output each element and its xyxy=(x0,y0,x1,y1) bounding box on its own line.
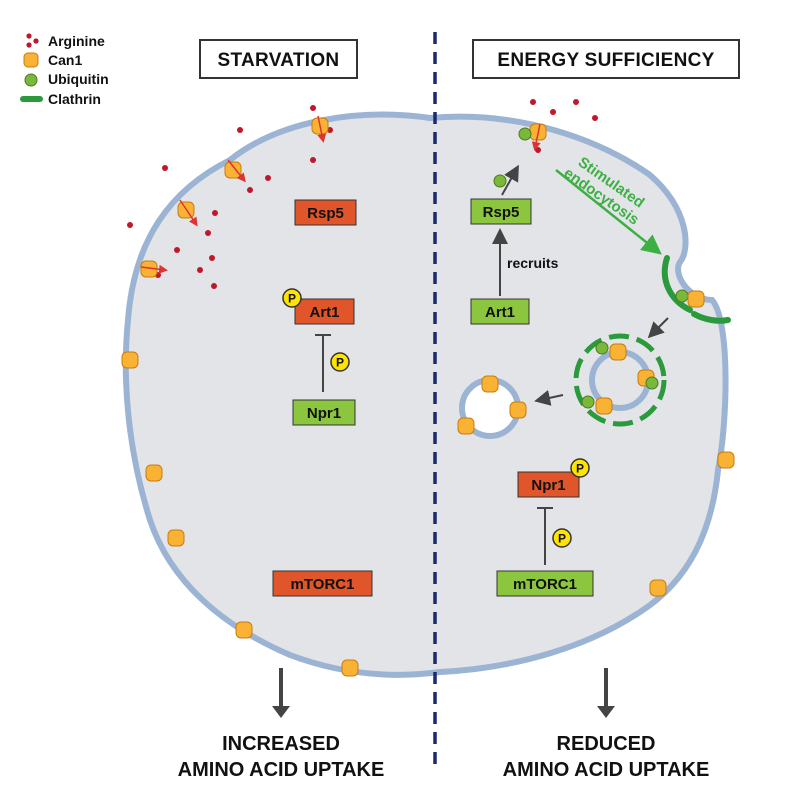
left-art1-phospho-icon xyxy=(282,288,302,308)
ubiquitin-free-icon xyxy=(493,174,507,188)
arginine-icon xyxy=(26,33,32,39)
right-art1-label: Art1 xyxy=(485,304,515,321)
left-arginine-dots xyxy=(127,105,333,289)
can1-icon xyxy=(23,52,39,68)
left-rsp5-label: Rsp5 xyxy=(307,205,344,222)
uncoated-vesicle xyxy=(457,375,527,439)
left-mtorc1-box xyxy=(272,570,373,597)
left-inhibit-phospho: P xyxy=(336,356,344,370)
right-title: ENERGY SUFFICIENCY xyxy=(497,50,714,71)
left-mtorc1-label: mTORC1 xyxy=(291,576,355,593)
left-title-box xyxy=(199,39,358,79)
left-npr1-label: Npr1 xyxy=(307,405,341,422)
right-npr1-phospho-icon xyxy=(570,458,590,478)
right-rsp5-box xyxy=(470,198,532,225)
right-npr1-label: Npr1 xyxy=(531,477,565,494)
legend-can1: Can1 xyxy=(48,52,82,68)
right-npr1-box xyxy=(517,471,580,498)
coated-vesicle xyxy=(573,333,667,427)
left-can1-transporters xyxy=(121,115,359,677)
legend-arginine: Arginine xyxy=(48,33,105,49)
right-inhibit-phospho: P xyxy=(558,532,566,546)
right-npr1-phospho: P xyxy=(576,462,584,476)
recruits-label: recruits xyxy=(507,255,559,271)
left-npr1-phospho-icon xyxy=(330,352,350,372)
right-art1-box xyxy=(470,298,530,325)
legend-ubiquitin: Ubiquitin xyxy=(48,71,109,87)
left-art1-box xyxy=(294,298,355,325)
cell-membrane xyxy=(122,111,729,678)
left-outcome-line2: AMINO ACID UPTAKE xyxy=(178,759,385,781)
right-title-box xyxy=(472,39,740,79)
right-mtorc1-box xyxy=(496,570,594,597)
right-rsp5-label: Rsp5 xyxy=(483,204,520,221)
legend: Arginine Can1 Ubiquitin Clathrin xyxy=(20,33,109,107)
left-art1-phospho: P xyxy=(288,292,296,306)
right-outcome-line1: REDUCED xyxy=(557,733,656,755)
left-outcome-line1: INCREASED xyxy=(222,733,340,755)
left-rsp5-box xyxy=(294,199,357,226)
endocytosis-arrow xyxy=(555,169,662,255)
right-mtorc1-phospho-icon xyxy=(552,528,572,548)
right-outcome-line2: AMINO ACID UPTAKE xyxy=(503,759,710,781)
left-art1-label: Art1 xyxy=(309,304,339,321)
ubiquitin-icon xyxy=(24,73,38,87)
clathrin-pit xyxy=(661,255,731,324)
right-arginine-dots xyxy=(530,99,598,153)
left-npr1-box xyxy=(292,399,356,426)
right-mtorc1-label: mTORC1 xyxy=(513,576,577,593)
left-title: STARVATION xyxy=(218,50,340,71)
legend-clathrin: Clathrin xyxy=(48,91,101,107)
